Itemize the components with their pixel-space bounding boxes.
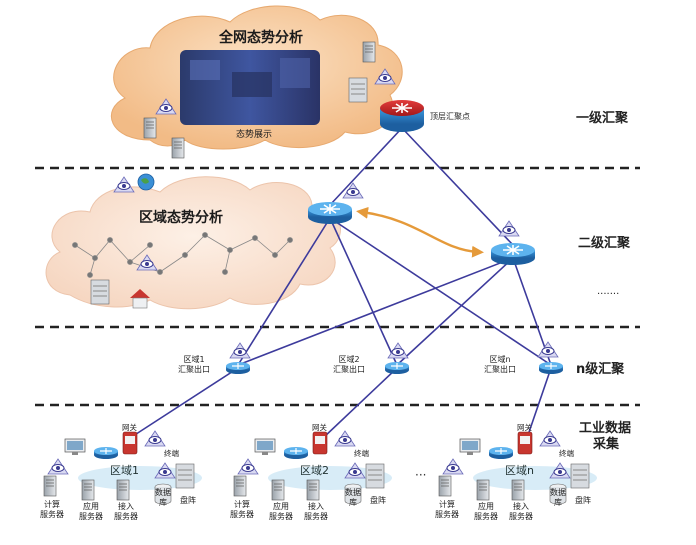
leveln-label: n级汇聚 [576,362,625,377]
server-icon [43,475,57,497]
gateway-label-2: 网关 [312,423,327,432]
router-icon [93,446,119,460]
level2-eye-icon-left [342,182,364,199]
terminal-icon [64,438,86,456]
db-label-2: 数据库 [345,488,361,507]
level-ellipsis: ······· [597,289,620,300]
eye-icon [237,458,259,475]
region-cluster-2 [233,430,392,505]
exit-eye-icon-n [537,341,559,358]
compute-label-n: 计算服务器 [435,500,459,519]
server-icon [438,475,452,497]
eye-icon [47,458,69,475]
industrial-label-line2: 采集 [593,437,620,452]
region-name-2: 区域2 [300,464,329,477]
globe-icon [137,173,155,191]
disk-array-icon [175,463,195,489]
region-name-1: 区域1 [110,464,139,477]
eye-icon [539,430,561,447]
gateway-icon [517,431,533,455]
top-cloud-server-icon [362,41,376,63]
exit-router-icon-n [538,361,564,375]
gateway-label-1: 网关 [122,423,137,432]
array-label-2: 盘阵 [370,496,386,505]
router-icon [283,446,309,460]
eye-icon [334,430,356,447]
compute-label-2: 计算服务器 [230,500,254,519]
server-icon [81,479,95,501]
disk-array-icon [570,463,590,489]
compute-label-1: 计算服务器 [40,500,64,519]
exit-router-icon-1 [225,361,251,375]
access-label-n: 接入服务器 [509,502,533,521]
server-icon [116,479,130,501]
region-cluster-n [438,430,597,505]
top-cloud-caption: 态势展示 [236,130,273,140]
region-cloud-title: 区域态势分析 [139,210,223,226]
access-label-2: 接入服务器 [304,502,328,521]
level2-eye-icon-right [498,220,520,237]
region-cloud [45,176,341,310]
server-icon [511,479,525,501]
industrial-label-line1: 工业数据 [579,421,632,436]
terminal-label-1: 终端 [164,449,179,458]
gateway-icon [122,431,138,455]
terminal-icon [254,438,276,456]
aggregation-point-label: 顶层汇聚点 [430,112,470,121]
terminal-label-n: 终端 [559,449,574,458]
exit-router-icon-2 [384,361,410,375]
top-router-icon [380,100,424,132]
region-ellipsis: ··· [415,468,427,482]
access-label-1: 接入服务器 [114,502,138,521]
top-cloud-title: 全网态势分析 [219,30,303,46]
top-cloud-server-icon-2 [143,117,157,139]
disk-array-icon [365,463,385,489]
app-label-n: 应用服务器 [474,502,498,521]
top-cloud-disk-array-icon [348,77,368,103]
top-cloud-server-icon-3 [171,137,185,159]
db-label-n: 数据库 [550,488,566,507]
terminal-icon [459,438,481,456]
region-cloud-disk-array-icon [90,279,110,305]
region-cluster-1 [43,430,202,505]
level1-label: 一级汇聚 [576,111,629,126]
router-icon [488,446,514,460]
gateway-label-n: 网关 [517,423,532,432]
server-icon [271,479,285,501]
array-label-1: 盘阵 [180,496,196,505]
level2-label: 二级汇聚 [578,236,631,251]
app-label-1: 应用服务器 [79,502,103,521]
region-name-n: 区域n [505,464,534,477]
db-label-1: 数据库 [155,488,171,507]
server-icon [476,479,490,501]
app-label-2: 应用服务器 [269,502,293,521]
level2-router-icon-left [307,201,353,225]
server-icon [306,479,320,501]
eye-icon [442,458,464,475]
eye-icon [144,430,166,447]
array-label-n: 盘阵 [575,496,591,505]
house-icon [130,289,150,309]
region-cloud-eye-icon [113,176,135,193]
level2-router-icon-right [490,242,536,266]
gateway-icon [312,431,328,455]
bidirectional-arrow [356,206,484,258]
server-icon [233,475,247,497]
terminal-label-2: 终端 [354,449,369,458]
